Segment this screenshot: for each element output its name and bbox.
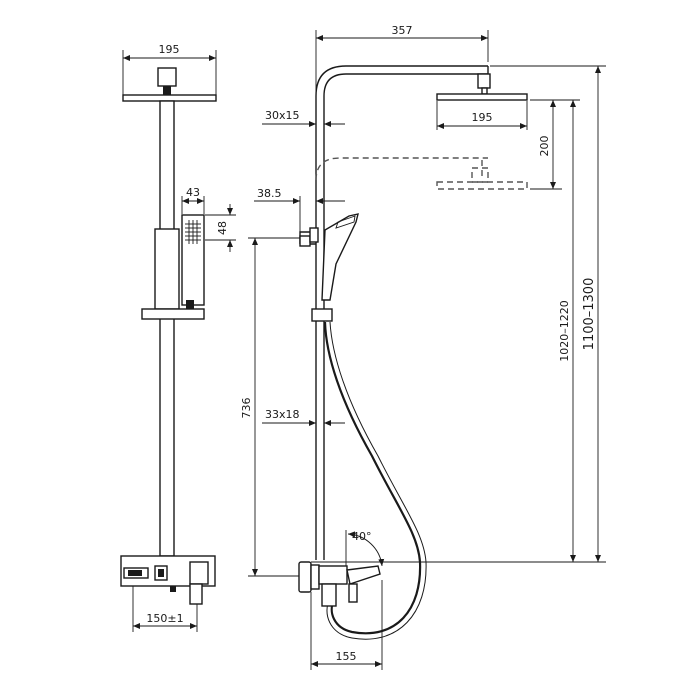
side-arm-outer bbox=[315, 65, 488, 97]
side-mixer-body bbox=[318, 565, 348, 585]
front-slider-sleeve bbox=[154, 228, 180, 310]
side-mixer-spout bbox=[348, 583, 358, 603]
dim-handshower-width: 43 bbox=[186, 186, 200, 199]
dim-arm-tube: 30x15 bbox=[265, 109, 300, 122]
side-arm-lowered bbox=[315, 157, 488, 181]
dim-arm-length: 357 bbox=[392, 24, 413, 37]
side-arm-inner bbox=[323, 73, 488, 97]
front-handshower-holder bbox=[141, 308, 205, 320]
front-rail bbox=[159, 100, 175, 557]
dim-mixer-spacing: 150±1 bbox=[146, 612, 183, 625]
side-head-lowered bbox=[436, 181, 528, 190]
front-handshower-face bbox=[185, 220, 201, 244]
dim-height-adjust: 200 bbox=[538, 136, 551, 157]
dim-holder-offset: 38.5 bbox=[257, 187, 282, 200]
side-handshower bbox=[321, 213, 359, 301]
dim-front-head-width: 195 bbox=[159, 43, 180, 56]
side-overhead-head bbox=[436, 93, 528, 101]
side-mixer-neck bbox=[310, 564, 320, 590]
front-mixer-lever bbox=[189, 561, 209, 585]
side-mixer-lever bbox=[346, 565, 381, 585]
front-head-connector bbox=[157, 67, 177, 87]
front-overhead-head bbox=[122, 94, 217, 102]
side-hose bbox=[323, 321, 427, 640]
dim-handshower-height: 48 bbox=[216, 221, 229, 235]
dim-side-head-width: 195 bbox=[472, 111, 493, 124]
dim-height-range-a: 1020–1220 bbox=[558, 300, 571, 362]
front-mixer-spout bbox=[189, 583, 203, 605]
side-wall-flange bbox=[298, 561, 312, 593]
side-head-connector bbox=[477, 73, 491, 89]
side-mixer-outlet bbox=[321, 583, 337, 607]
side-slider bbox=[311, 308, 333, 322]
dim-slide-height: 736 bbox=[240, 398, 253, 419]
dim-rail-tube: 33x18 bbox=[265, 408, 300, 421]
dim-height-range-b: 1100–1300 bbox=[582, 278, 597, 351]
dim-lever-angle: 40° bbox=[352, 530, 372, 543]
front-view: 195 43 48 150±1 bbox=[120, 43, 236, 632]
side-view: 357 30x15 195 200 38.5 736 33x18 1020–12… bbox=[240, 24, 606, 670]
dim-mixer-depth: 155 bbox=[336, 650, 357, 663]
